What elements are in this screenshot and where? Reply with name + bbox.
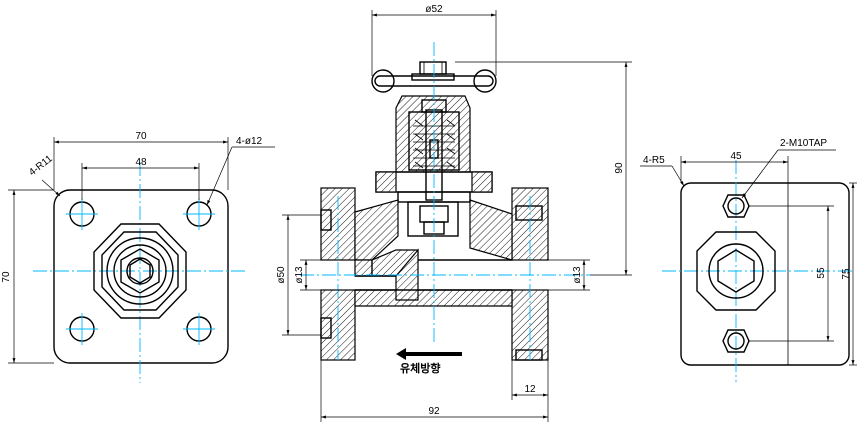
right-label-tap: 2-M10TAP bbox=[780, 138, 827, 149]
left-hex-boss bbox=[93, 223, 187, 319]
front-dim-bore-left: ø13 bbox=[294, 266, 305, 284]
right-dim-width: 45 bbox=[730, 151, 742, 162]
right-dim-pitch: 55 bbox=[816, 267, 827, 279]
flanges bbox=[320, 187, 549, 361]
front-dim-height: 90 bbox=[614, 162, 625, 174]
right-label-corner-radius: 4-R5 bbox=[643, 155, 665, 166]
front-view: ø52 90 ø50 ø13 ø13 12 92 유체방향 bbox=[276, 4, 632, 422]
front-dim-bore-right: ø13 bbox=[572, 266, 583, 284]
left-label-holes: 4-ø12 bbox=[236, 136, 263, 147]
flow-label: 유체방향 bbox=[400, 361, 440, 375]
left-dim-height: 70 bbox=[1, 271, 12, 283]
front-dim-flange-dia: ø50 bbox=[276, 266, 287, 284]
left-view: 70 48 70 4-R11 4-ø12 bbox=[1, 131, 275, 383]
front-dim-handwheel: ø52 bbox=[425, 4, 443, 15]
left-flange-outline bbox=[53, 189, 229, 364]
right-flange-outline bbox=[680, 182, 850, 366]
left-dim-bolt-pitch: 48 bbox=[135, 157, 147, 168]
left-label-corner-radius: 4-R11 bbox=[27, 153, 55, 178]
valve-body bbox=[354, 199, 513, 307]
bonnet bbox=[375, 95, 493, 237]
right-dim-height: 75 bbox=[841, 268, 852, 280]
flow-direction-arrow: 유체방향 bbox=[396, 348, 462, 375]
left-bolt-holes bbox=[66, 198, 215, 345]
front-dim-length: 92 bbox=[428, 406, 440, 417]
right-view: 45 55 75 4-R5 2-M10TAP bbox=[640, 138, 857, 382]
front-dim-flange-thk: 12 bbox=[524, 384, 536, 395]
left-dim-width: 70 bbox=[135, 131, 147, 142]
